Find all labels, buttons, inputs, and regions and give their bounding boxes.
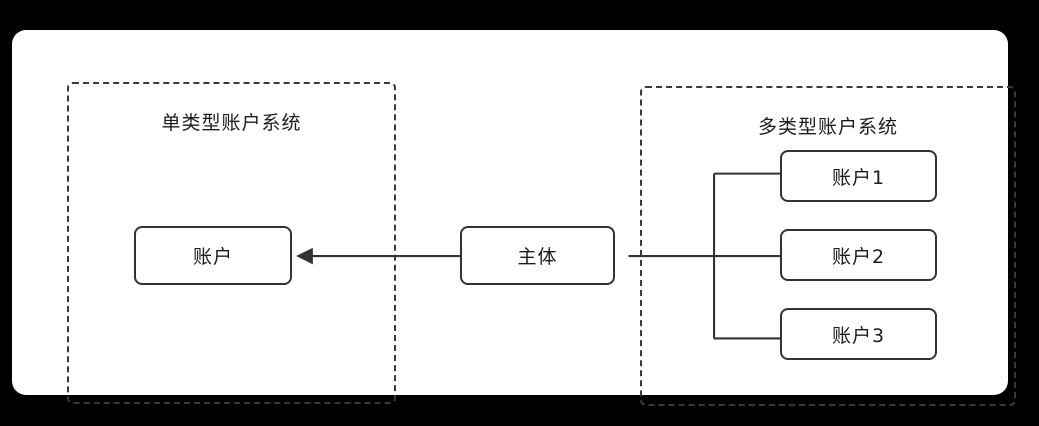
account-node: 账户 [134,226,292,285]
multi-type-group-title: 多类型账户系统 [757,116,898,138]
diagram-panel: 单类型账户系统 多类型账户系统 账户 主体 账户1 账户2 账户3 [12,30,1016,406]
subject-node: 主体 [460,226,615,285]
single-type-account-system-group: 单类型账户系统 [67,82,396,404]
account-1-node: 账户1 [780,150,937,202]
account-2-node: 账户2 [780,229,937,281]
single-type-group-title: 单类型账户系统 [161,112,302,134]
multi-type-account-system-group: 多类型账户系统 [640,86,1016,406]
account-3-node: 账户3 [780,308,937,360]
